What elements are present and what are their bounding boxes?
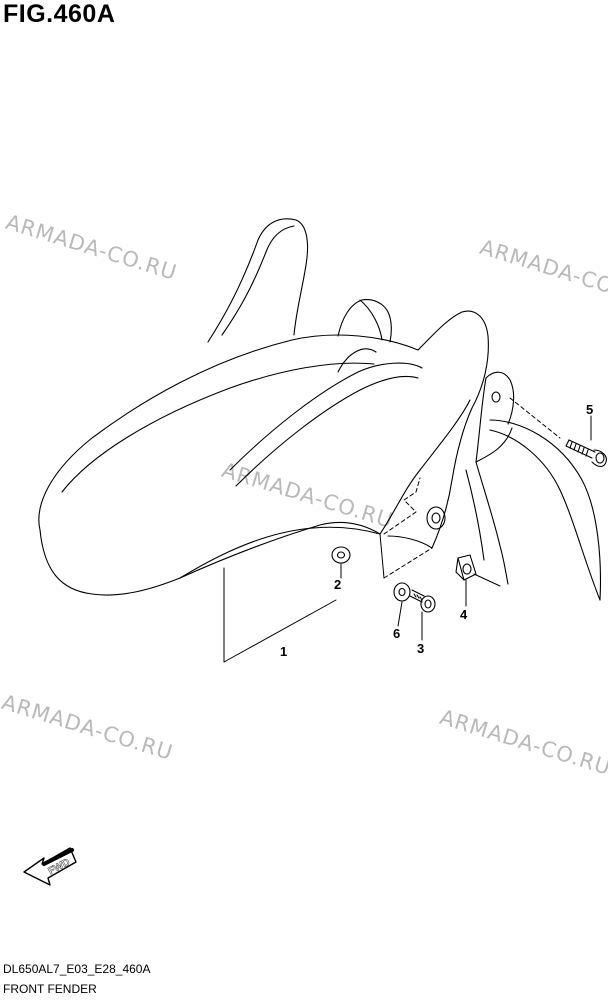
washer-part[interactable]: [393, 582, 411, 602]
callout-2: 2: [334, 577, 341, 592]
leader-lines: [223, 397, 592, 663]
figure-code: DL650AL7_E03_E28_460A: [3, 962, 151, 976]
front-fender-part[interactable]: [38, 218, 602, 601]
figure-title: FIG.460A: [3, 0, 116, 28]
screw-part[interactable]: [409, 589, 436, 613]
bolt-part[interactable]: [565, 439, 607, 468]
nut-clip-part[interactable]: [455, 554, 477, 581]
callout-3: 3: [417, 641, 424, 656]
callout-6: 6: [393, 626, 400, 641]
washer-part[interactable]: [331, 546, 351, 564]
figure-name: FRONT FENDER: [3, 982, 97, 996]
callout-4: 4: [460, 607, 468, 622]
fwd-arrow-icon: FWD: [23, 847, 77, 886]
callout-5: 5: [586, 402, 593, 417]
callout-1: 1: [280, 644, 287, 659]
